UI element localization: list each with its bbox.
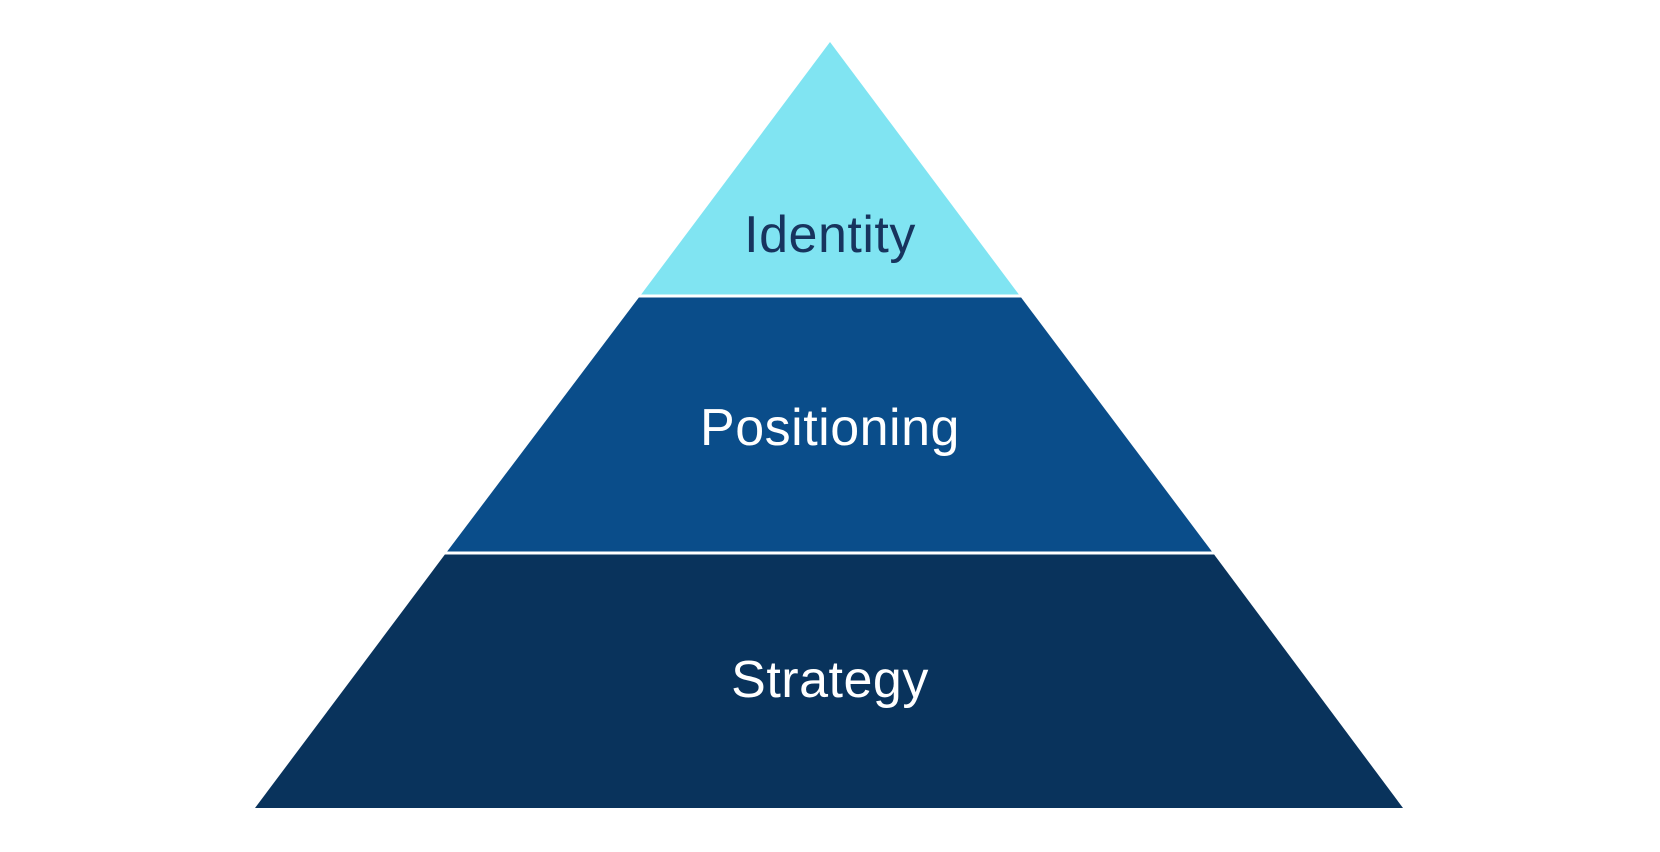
pyramid-level-positioning-shape xyxy=(446,296,1213,553)
pyramid-label-positioning: Positioning xyxy=(700,399,960,457)
pyramid-level-identity-shape xyxy=(640,42,1020,296)
pyramid-label-identity: Identity xyxy=(744,206,916,264)
pyramid-level-strategy-shape xyxy=(255,553,1403,808)
pyramid-label-strategy: Strategy xyxy=(731,651,929,709)
